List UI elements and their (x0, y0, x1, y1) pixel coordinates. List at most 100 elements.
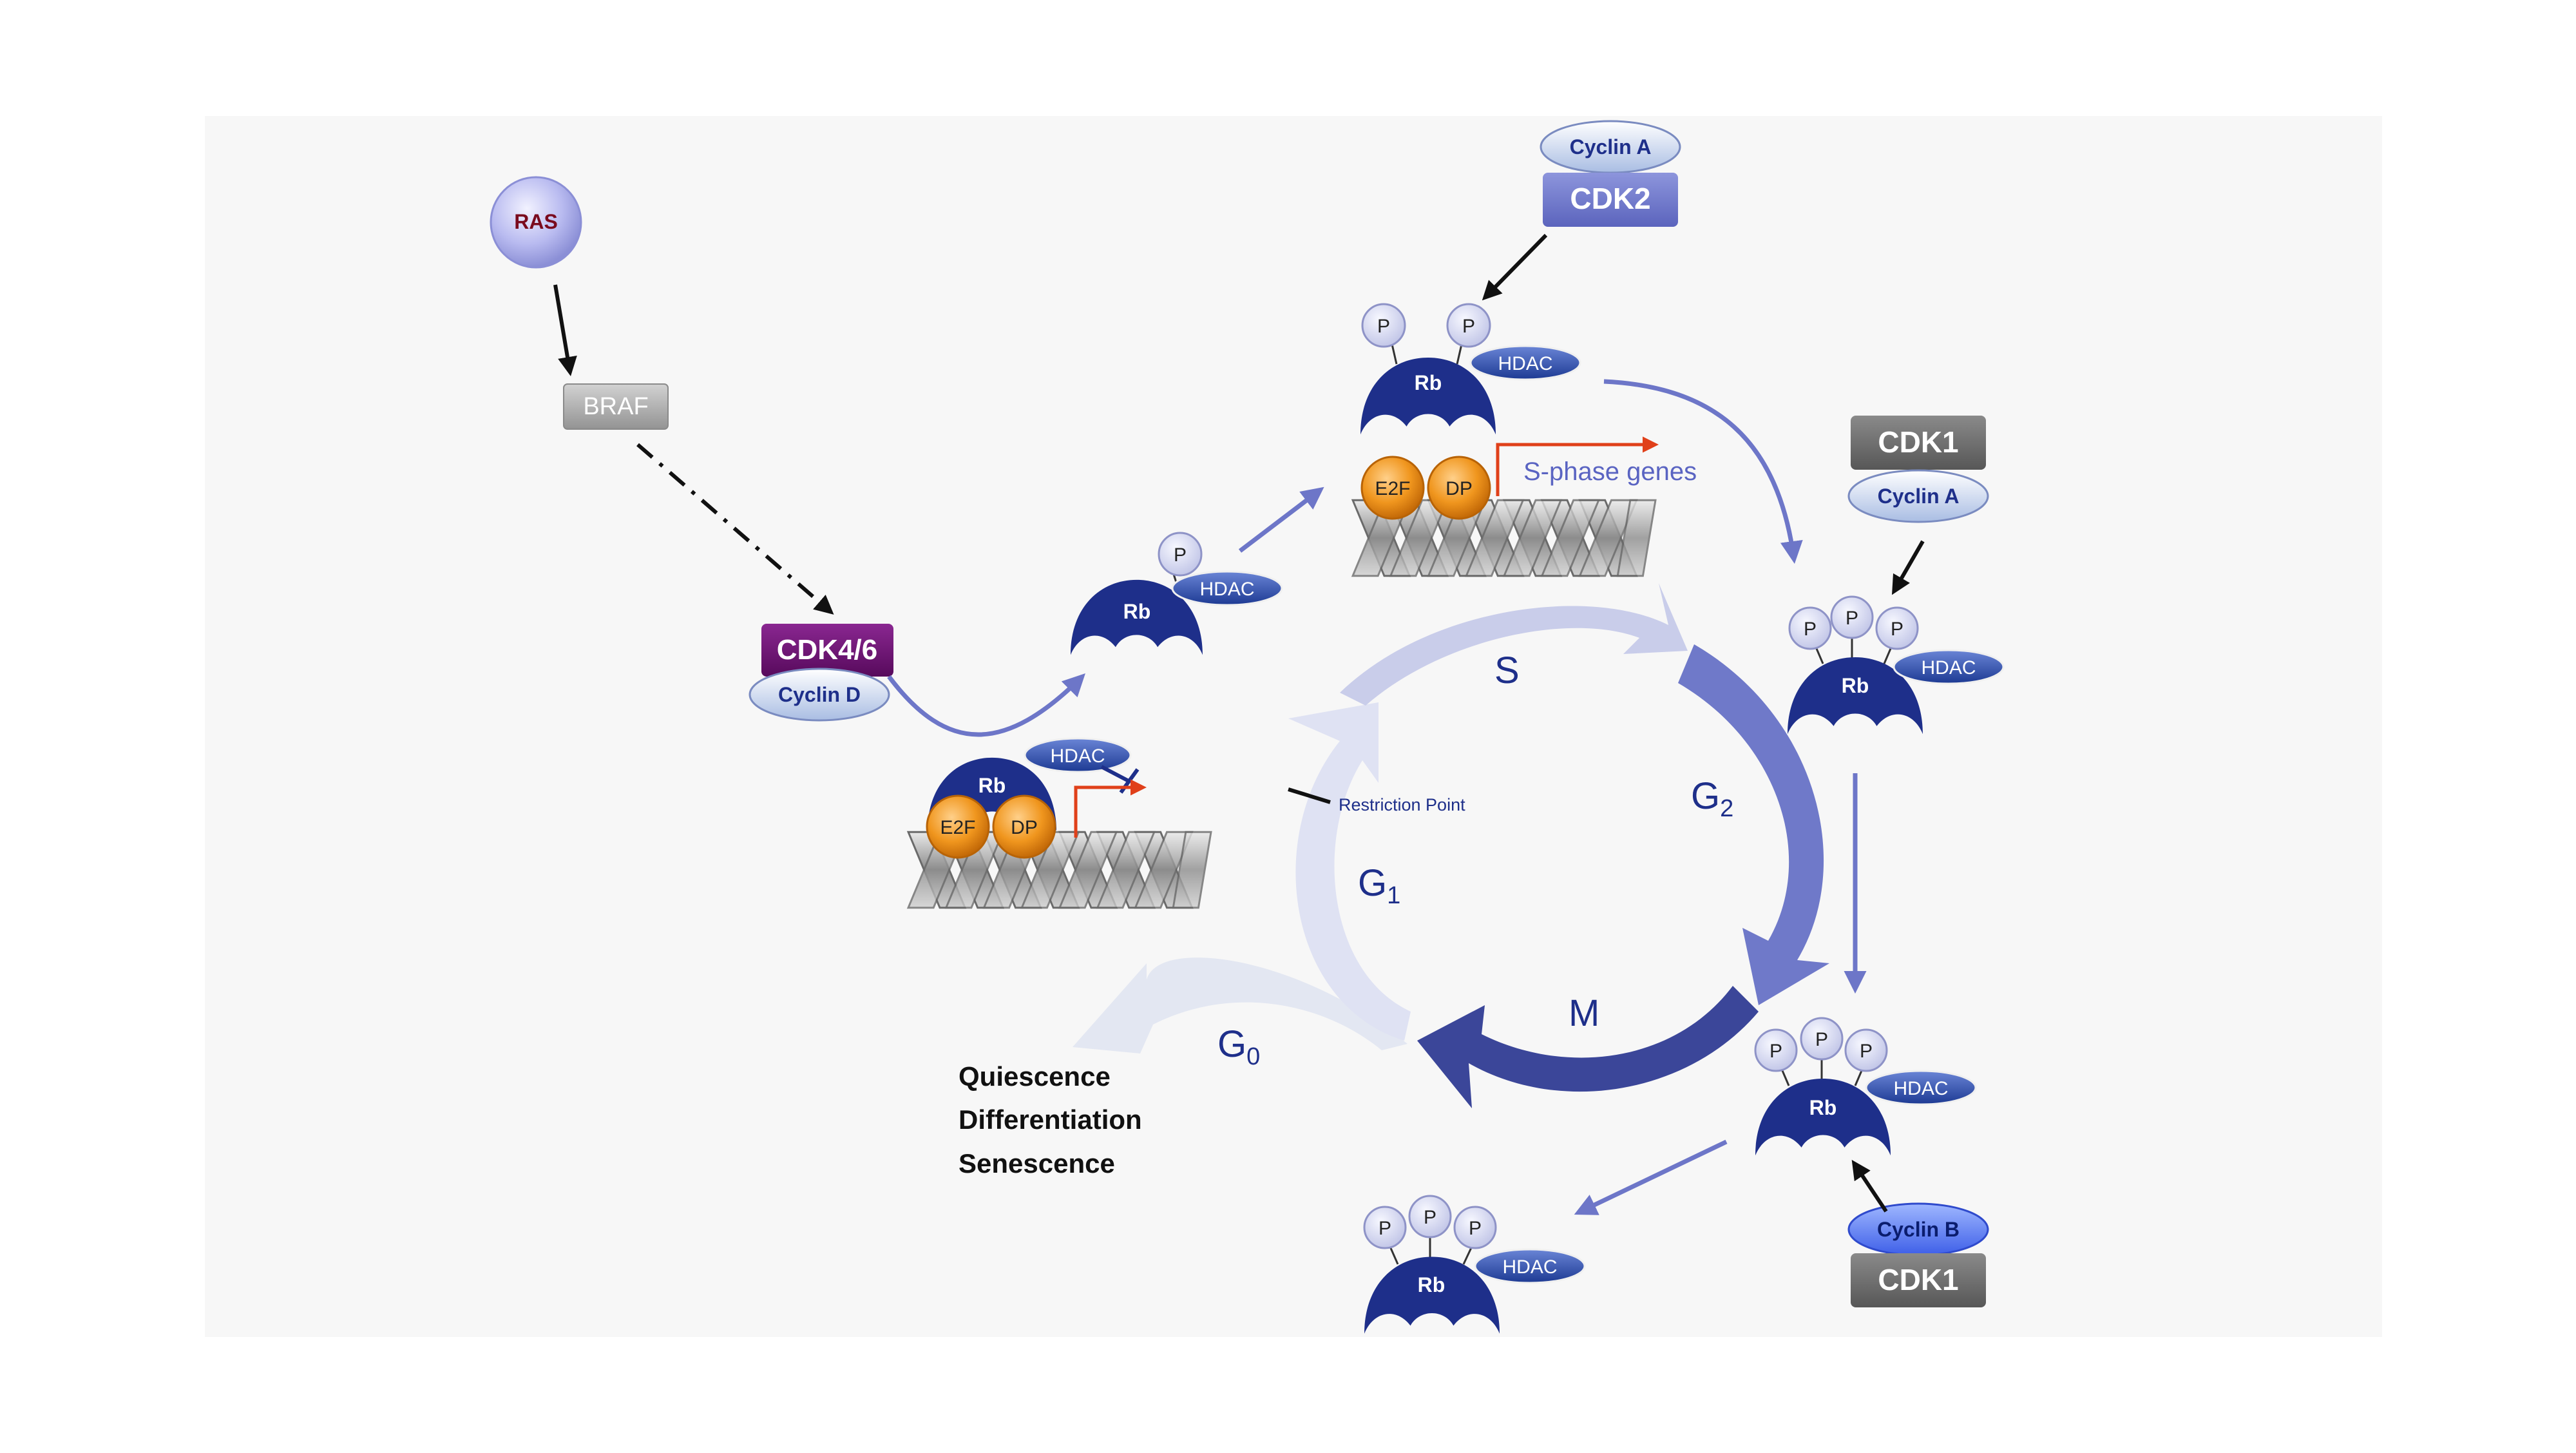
cyclin-d-label: Cyclin D (778, 683, 861, 706)
cyclin-b-label: Cyclin B (1877, 1218, 1960, 1241)
cdk46-complex: CDK4/6 Cyclin D (749, 624, 893, 722)
phosphate-2a (1361, 303, 1406, 348)
s-phase-genes-label: S-phase genes (1523, 457, 1697, 486)
phase-s-label: S (1494, 650, 1520, 691)
phosphate-label-2a: P (1377, 316, 1390, 337)
cdk1-b-to-rb-m-arrow (1851, 1160, 1888, 1213)
ras-label: RAS (514, 210, 558, 233)
hdac-released (1474, 1248, 1586, 1284)
rb-hyperphosphorylated-m: P P P Rb HDAC (1754, 1017, 1977, 1156)
hdac-inhibition-line (1100, 765, 1130, 783)
phosphate-label-4b: P (1815, 1029, 1828, 1050)
restriction-point-tick (1288, 787, 1331, 804)
rb-e2f-dna-complex-s: P P Rb HDAC E2F DP S-phase genes (1351, 303, 1697, 577)
phosphate-5c (1453, 1206, 1497, 1249)
cdk1-cyclin-a-complex: CDK1 Cyclin A (1847, 416, 1989, 523)
outcome-differentiation: Differentiation (959, 1104, 1142, 1135)
g2-arc (1678, 644, 1829, 1005)
phosphate-4c (1844, 1028, 1888, 1072)
cdk2-complex: Cyclin A CDK2 (1540, 120, 1681, 227)
rb-e2f-dna-complex-g1: Rb E2F DP HDAC (907, 737, 1212, 909)
dp-label-g1: DP (1011, 817, 1038, 838)
phosphate-3a (1788, 606, 1832, 650)
rb-hyperphosphorylated-released: P P P Rb HDAC (1363, 1195, 1586, 1334)
rb-mono-to-s-arrow (1238, 486, 1324, 553)
e2f-s (1360, 456, 1425, 520)
transcription-arrow-s (1496, 436, 1659, 496)
hdac-s (1469, 345, 1581, 381)
s-arc (1340, 583, 1688, 706)
cdk1-label-2: CDK1 (1878, 1263, 1958, 1296)
rb-label-g1: Rb (978, 774, 1006, 797)
braf-to-cdk46-arrow (636, 443, 834, 615)
dp-g1 (992, 794, 1056, 859)
hdac-label-m: HDAC (1893, 1078, 1948, 1099)
cdk2-label: CDK2 (1570, 182, 1650, 215)
braf-node: BRAF (563, 383, 669, 430)
rb-hyperphosphorylated-g2: P P P Rb HDAC (1788, 595, 2005, 735)
phosphate-label-5c: P (1469, 1218, 1482, 1239)
cdk1-cyclin-b-complex: Cyclin B CDK1 (1847, 1202, 1989, 1307)
phosphate-label-1: P (1174, 544, 1187, 566)
background-panel (205, 116, 2382, 1337)
phosphate-label-3a: P (1804, 619, 1817, 640)
phosphate-4a (1754, 1028, 1798, 1072)
ras-to-braf-arrow (553, 284, 577, 376)
cyclin-a-label-1: Cyclin A (1570, 135, 1652, 159)
hdac-g2 (1893, 649, 2005, 685)
rb-label-mono: Rb (1123, 600, 1151, 623)
phase-g2-label: G2 (1691, 775, 1733, 822)
outcome-senescence: Senescence (959, 1148, 1115, 1179)
phase-m-label: M (1569, 992, 1599, 1034)
ras-node: RAS (490, 176, 582, 269)
phase-g1-label: G1 (1358, 862, 1400, 909)
phosphate-4b (1800, 1017, 1844, 1061)
cell-cycle-wheel: Restriction Point S G2 M G1 G0 (1073, 583, 1829, 1108)
cdk1-to-rb-g2-arrow (1892, 540, 1925, 595)
cdk46-label: CDK4/6 (777, 634, 878, 666)
cdk2-box (1543, 173, 1678, 227)
phosphate-label-5b: P (1424, 1207, 1436, 1228)
cyclin-d (749, 668, 890, 722)
phosphate-label-3b: P (1846, 608, 1858, 629)
hdac-mono (1171, 570, 1283, 606)
phosphate-label-2b: P (1462, 316, 1475, 337)
phosphate-5a (1363, 1206, 1407, 1249)
rb-label-s: Rb (1415, 371, 1442, 394)
cdk1-label-1: CDK1 (1878, 425, 1958, 459)
phosphate-label-4c: P (1860, 1041, 1873, 1062)
cyclin-a-label-2: Cyclin A (1878, 485, 1960, 508)
hdac-label-mono: HDAC (1199, 579, 1254, 600)
phase-g0-label: G0 (1217, 1023, 1260, 1070)
e2f-g1 (926, 794, 990, 859)
rb-monophosphorylated: P Rb HDAC (1071, 532, 1283, 655)
outcome-quiescence: Quiescence (959, 1061, 1111, 1092)
phosphate-2b (1446, 303, 1491, 348)
g1-arc (1288, 702, 1411, 1041)
phosphate-label-5a: P (1379, 1218, 1391, 1239)
hdac-label-g2: HDAC (1921, 657, 1976, 678)
hdac-label-released: HDAC (1502, 1256, 1557, 1278)
phosphate-3c (1875, 606, 1919, 650)
e2f-label-s: E2F (1375, 478, 1410, 499)
rb-s-to-g2-arrow (1603, 379, 1803, 564)
phosphate-1 (1158, 532, 1203, 577)
phosphate-label-4a: P (1770, 1041, 1782, 1062)
cdk1-box-1 (1851, 416, 1986, 470)
g0-exit-arrow (1073, 957, 1407, 1054)
cdk46-to-rb-arrow (887, 673, 1085, 737)
phosphate-3b (1830, 595, 1874, 639)
rb-m-to-g1-arrow (1574, 1139, 1728, 1215)
cdk46-box (761, 624, 893, 677)
hdac-label-s: HDAC (1498, 353, 1552, 374)
hdac-g1 (1024, 737, 1132, 773)
phosphate-label-3c: P (1891, 619, 1903, 640)
transcription-arrow-g1 (1074, 779, 1147, 838)
cdk2-to-rb-arrow (1482, 233, 1548, 301)
dp-s (1427, 456, 1491, 520)
hdac-label-g1: HDAC (1050, 746, 1105, 767)
rb-label-m: Rb (1809, 1096, 1837, 1119)
g0-outcomes: Quiescence Differentiation Senescence (959, 1061, 1142, 1179)
braf-label: BRAF (583, 393, 648, 420)
